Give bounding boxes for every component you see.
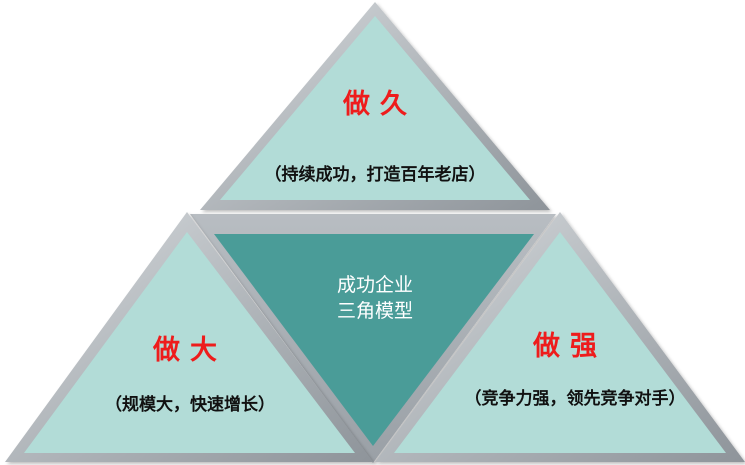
right-title: 做强 bbox=[533, 331, 607, 362]
left-title: 做大 bbox=[153, 335, 227, 366]
top-title: 做久 bbox=[343, 89, 417, 120]
center-inverted-triangle bbox=[214, 234, 534, 446]
left-triangle bbox=[24, 232, 355, 453]
right-triangle bbox=[394, 232, 726, 453]
top-triangle bbox=[220, 16, 530, 200]
top-subtitle: （持续成功，打造百年老店） bbox=[264, 165, 486, 185]
center-label-line2: 三角模型 bbox=[336, 300, 413, 322]
right-subtitle: （竞争力强，领先竞争对手） bbox=[464, 389, 686, 409]
center-label-line1: 成功企业 bbox=[336, 274, 413, 296]
left-subtitle: （规模大，快速增长） bbox=[105, 395, 275, 415]
